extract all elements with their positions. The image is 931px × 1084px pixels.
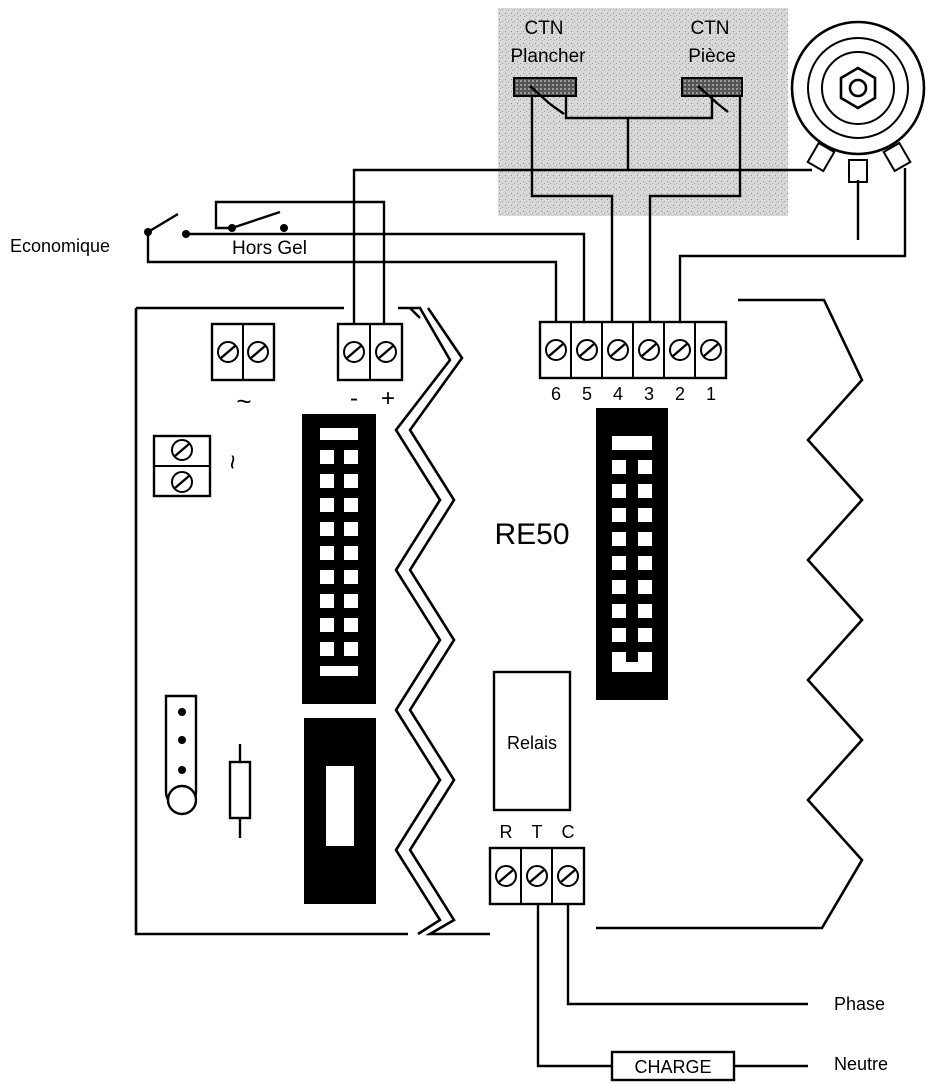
led-indicator-strip <box>164 694 198 816</box>
ctn-floor-sensor <box>513 77 577 115</box>
terminal-2-label: 2 <box>675 384 685 404</box>
terminal-5-label: 5 <box>582 384 592 404</box>
phase-label: Phase <box>834 994 885 1014</box>
relay-box <box>492 670 572 812</box>
potentiometer <box>790 20 926 183</box>
ctn-room-sensor <box>681 77 743 113</box>
terminal-strip-1-6 <box>538 320 728 380</box>
ctn-room-label-2: Pièce <box>688 46 736 67</box>
minus-label: - <box>350 385 358 412</box>
sensor-zone-shading <box>498 8 788 216</box>
terminal-c-label: C <box>562 822 575 842</box>
charge-label: CHARGE <box>634 1057 711 1077</box>
resistor <box>228 744 252 838</box>
board-right <box>408 298 864 936</box>
terminal-4-label: 4 <box>613 384 623 404</box>
ac-symbol-top: ~ <box>236 386 251 416</box>
terminal-6-label: 6 <box>551 384 561 404</box>
plus-label: + <box>381 385 395 412</box>
economique-label: Economique <box>10 236 110 256</box>
hors-gel-label: Hors Gel <box>232 238 307 259</box>
ac-symbol-side: ~ <box>218 454 248 469</box>
right-comb-connector <box>596 408 668 700</box>
charge-load-box <box>610 1050 736 1082</box>
wiring <box>144 96 907 1068</box>
model-label: RE50 <box>494 518 569 551</box>
ac-terminal-block <box>210 322 276 382</box>
left-lower-chip <box>304 718 376 904</box>
relay-label: Relais <box>507 733 557 753</box>
terminal-r-label: R <box>500 822 513 842</box>
terminal-3-label: 3 <box>644 384 654 404</box>
ctn-room-label-1: CTN <box>690 18 729 39</box>
vertical-terminal-block <box>152 434 212 498</box>
left-comb-connector <box>302 414 376 704</box>
board-left <box>134 306 452 936</box>
relay-terminal-block <box>488 846 586 906</box>
ctn-floor-label-2: Plancher <box>511 46 587 67</box>
terminal-1-label: 1 <box>706 384 716 404</box>
ctn-floor-label-1: CTN <box>524 18 563 39</box>
dc-terminal-block <box>336 322 404 382</box>
neutre-label: Neutre <box>834 1054 888 1074</box>
terminal-t-label: T <box>532 822 543 842</box>
